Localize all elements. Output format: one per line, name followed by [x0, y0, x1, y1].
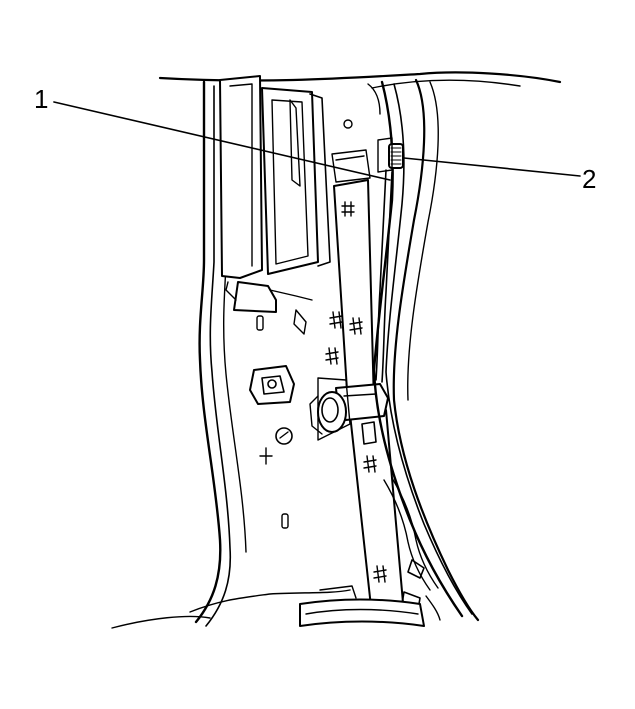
callout-label-2: 2	[582, 164, 596, 194]
pillar-inner-panel	[111, 80, 351, 629]
lower-sill	[299, 585, 425, 627]
leader-line-1	[53, 101, 391, 181]
item-2-adjuster	[377, 137, 404, 173]
leader-lines	[53, 101, 581, 181]
callout-label-1: 1	[34, 84, 48, 114]
upper-bracket	[219, 75, 331, 313]
item-1-belt-cable	[375, 169, 393, 383]
door-striker	[249, 365, 295, 405]
anchor-bolt	[309, 391, 347, 435]
belt-stitching	[325, 201, 387, 583]
leader-line-2	[403, 157, 581, 177]
pillar-holes	[256, 119, 353, 529]
